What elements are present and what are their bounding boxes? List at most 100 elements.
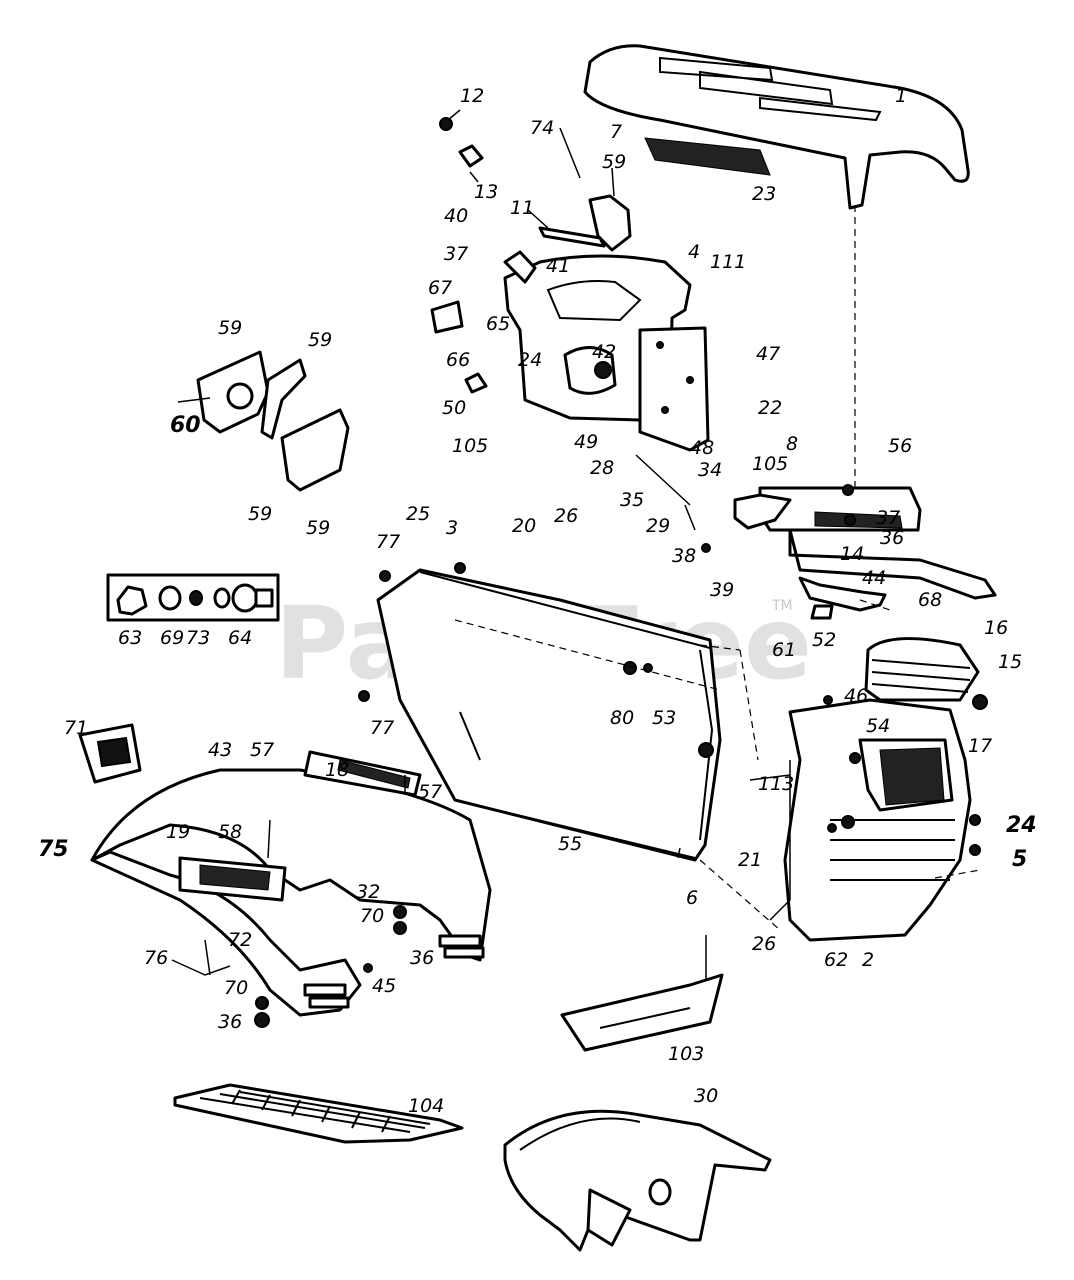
label-6: 6 bbox=[686, 887, 698, 909]
label-75: 75 bbox=[38, 837, 69, 862]
part-68-pad bbox=[864, 637, 980, 702]
label-68: 68 bbox=[918, 589, 942, 611]
label-38: 38 bbox=[672, 545, 696, 567]
label-70b: 70 bbox=[224, 977, 248, 999]
label-61: 61 bbox=[772, 639, 796, 661]
label-5: 5 bbox=[1012, 847, 1027, 872]
label-59c: 59 bbox=[308, 329, 332, 351]
part-55-front-panel bbox=[376, 568, 722, 862]
label-103: 103 bbox=[668, 1043, 704, 1065]
label-12: 12 bbox=[460, 85, 484, 107]
label-72: 72 bbox=[228, 929, 252, 951]
part-hood-top bbox=[583, 44, 970, 210]
label-23: 23 bbox=[752, 183, 776, 205]
label-41: 41 bbox=[546, 255, 570, 277]
label-2: 2 bbox=[862, 949, 874, 971]
label-80: 80 bbox=[610, 707, 634, 729]
label-11: 11 bbox=[510, 197, 534, 219]
part-30-frame bbox=[503, 1109, 772, 1252]
label-73: 73 bbox=[186, 627, 210, 649]
part-43-fender bbox=[90, 750, 492, 1017]
label-3: 3 bbox=[446, 517, 458, 539]
label-113: 113 bbox=[758, 773, 794, 795]
label-7: 7 bbox=[610, 121, 622, 143]
label-64: 64 bbox=[228, 627, 252, 649]
label-29: 29 bbox=[646, 515, 670, 537]
part-66-clip bbox=[464, 372, 488, 394]
label-25: 25 bbox=[406, 503, 430, 525]
label-14: 14 bbox=[840, 543, 864, 565]
part-21-nose bbox=[769, 698, 972, 942]
label-15: 15 bbox=[998, 651, 1022, 673]
label-39: 39 bbox=[710, 579, 734, 601]
label-53: 53 bbox=[652, 707, 676, 729]
label-57a: 57 bbox=[250, 739, 274, 761]
label-48: 48 bbox=[690, 437, 714, 459]
label-105b: 105 bbox=[752, 453, 788, 475]
label-46: 46 bbox=[844, 685, 868, 707]
label-66: 66 bbox=[446, 349, 470, 371]
part-103-cover bbox=[560, 935, 724, 1052]
label-56: 56 bbox=[888, 435, 912, 457]
label-44: 44 bbox=[862, 567, 886, 589]
part-8-14-bracket bbox=[733, 486, 997, 612]
label-8: 8 bbox=[786, 433, 798, 455]
label-4: 4 bbox=[688, 241, 700, 263]
misc-hardware bbox=[254, 454, 988, 1028]
label-76: 76 bbox=[144, 947, 168, 969]
label-42: 42 bbox=[592, 341, 616, 363]
part-67-switch bbox=[430, 300, 464, 334]
label-59b: 59 bbox=[218, 317, 242, 339]
watermark-trademark: TM bbox=[771, 598, 793, 614]
label-47: 47 bbox=[756, 343, 780, 365]
part-23-grille bbox=[644, 137, 771, 176]
label-1: 1 bbox=[895, 85, 907, 107]
part-59-bracket-left bbox=[177, 350, 350, 492]
label-59d: 59 bbox=[248, 503, 272, 525]
part-labels: 1 2 3 4 5 6 7 8 11 12 13 14 15 16 17 18 … bbox=[38, 85, 1037, 1117]
label-30: 30 bbox=[694, 1085, 718, 1107]
label-40: 40 bbox=[444, 205, 468, 227]
part-71-center bbox=[96, 736, 132, 768]
label-57b: 57 bbox=[418, 781, 442, 803]
label-20: 20 bbox=[512, 515, 536, 537]
label-36a: 36 bbox=[880, 527, 904, 549]
guide-lines bbox=[454, 599, 981, 931]
label-37b: 37 bbox=[876, 507, 900, 529]
label-18: 18 bbox=[325, 759, 349, 781]
label-104: 104 bbox=[408, 1095, 444, 1117]
label-70a: 70 bbox=[360, 905, 384, 927]
label-26a: 26 bbox=[554, 505, 578, 527]
label-63: 63 bbox=[118, 627, 142, 649]
part-104-footrest bbox=[173, 1083, 464, 1144]
label-45: 45 bbox=[372, 975, 396, 997]
label-24b: 24 bbox=[1006, 813, 1037, 838]
label-71: 71 bbox=[64, 717, 88, 739]
label-19: 19 bbox=[166, 821, 190, 843]
label-69: 69 bbox=[160, 627, 184, 649]
label-21: 21 bbox=[738, 849, 762, 871]
part-37-41-bulb bbox=[503, 250, 537, 284]
label-59a: 59 bbox=[602, 151, 626, 173]
part-76-rod bbox=[171, 939, 231, 976]
label-65: 65 bbox=[486, 313, 510, 335]
label-24a: 24 bbox=[518, 349, 542, 371]
label-77a: 77 bbox=[376, 531, 400, 553]
label-22: 22 bbox=[758, 397, 782, 419]
label-17: 17 bbox=[968, 735, 992, 757]
label-13: 13 bbox=[474, 181, 498, 203]
part-22-mount-plate bbox=[638, 326, 710, 452]
label-36b: 36 bbox=[410, 947, 434, 969]
part-12-13-knob bbox=[439, 109, 484, 183]
label-35: 35 bbox=[620, 489, 644, 511]
label-34: 34 bbox=[698, 459, 722, 481]
label-49: 49 bbox=[574, 431, 598, 453]
label-16: 16 bbox=[984, 617, 1008, 639]
label-36c: 36 bbox=[218, 1011, 242, 1033]
label-52: 52 bbox=[812, 629, 836, 651]
label-26b: 26 bbox=[752, 933, 776, 955]
label-50: 50 bbox=[442, 397, 466, 419]
part-kit-box bbox=[106, 573, 280, 622]
label-62: 62 bbox=[824, 949, 848, 971]
